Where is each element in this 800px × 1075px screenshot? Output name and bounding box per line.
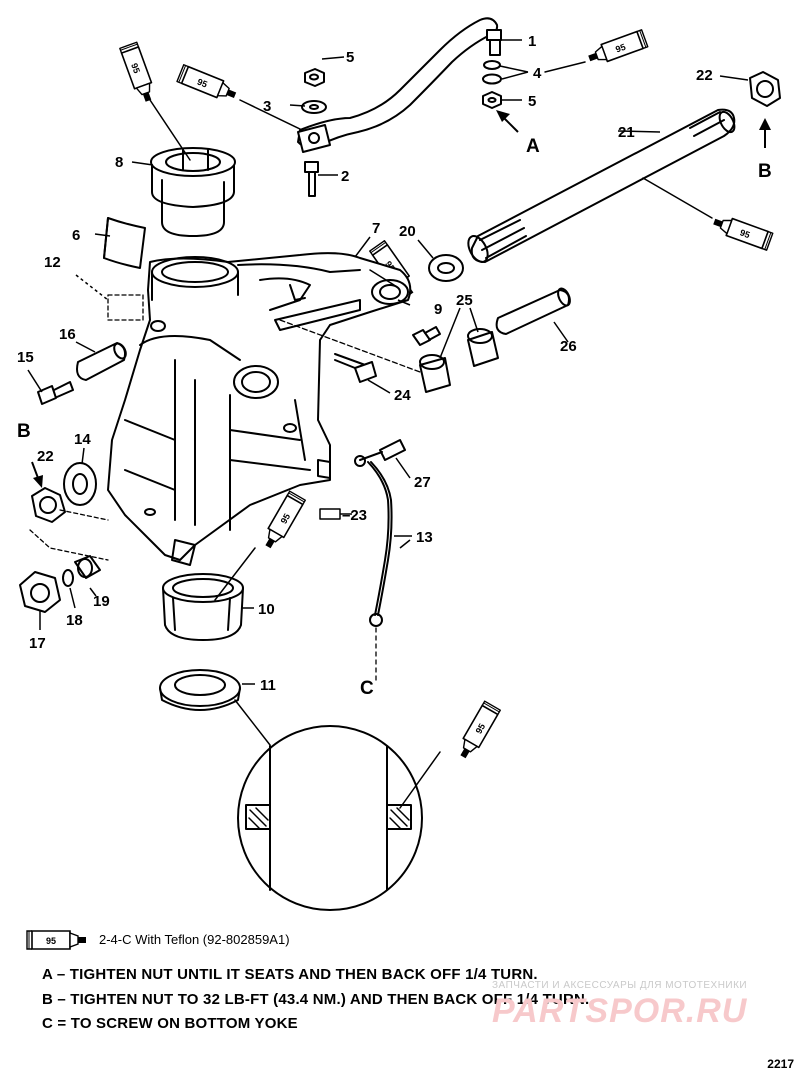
callout-10: 10 — [258, 601, 275, 618]
callout-19: 19 — [93, 593, 110, 610]
callout-7: 7 — [372, 220, 380, 237]
parts-drawing — [19, 17, 781, 911]
legend-tube: 95 — [26, 930, 87, 950]
callout-20: 20 — [399, 223, 416, 240]
note-b: B – TIGHTEN NUT TO 32 LB-FT (43.4 NM.) A… — [42, 991, 590, 1008]
callout-6: 6 — [72, 227, 80, 244]
letter-a: A — [526, 136, 540, 157]
letter-b-left: B — [17, 421, 31, 442]
callout-22-left: 22 — [37, 448, 54, 465]
grease-tubes: 95 95 95 95 95 95 95 — [119, 29, 774, 763]
callout-leaders — [27, 39, 749, 685]
callout-5-top: 5 — [346, 49, 354, 66]
direction-arrows — [31, 110, 771, 488]
callout-23: –23 — [342, 507, 367, 524]
callout-11: 11 — [260, 677, 276, 694]
svg-text:95: 95 — [196, 77, 209, 90]
callout-1: 1 — [528, 33, 536, 50]
watermark-caption: ЗАПЧАСТИ И АКСЕССУАРЫ ДЛЯ МОТОТЕХНИКИ — [492, 980, 748, 991]
callout-8: 8 — [115, 154, 123, 171]
svg-text:95: 95 — [129, 62, 142, 75]
note-a: A – TIGHTEN NUT UNTIL IT SEATS AND THEN … — [42, 966, 538, 983]
callout-24: 24 — [394, 387, 411, 404]
callout-4: 4 — [533, 65, 542, 82]
callout-5-right: 5 — [528, 93, 536, 110]
watermark-logo: PARTSPOR.RU — [492, 992, 748, 1030]
callout-15: 15 — [17, 349, 34, 366]
callout-26: 26 — [560, 338, 577, 355]
callout-17: 17 — [29, 635, 46, 652]
callout-16: 16 — [59, 326, 76, 343]
svg-text:95: 95 — [614, 42, 627, 55]
letter-c: C — [360, 678, 374, 699]
callout-18: 18 — [66, 612, 83, 629]
callout-22-right: 22 — [696, 67, 713, 84]
svg-text:95: 95 — [474, 722, 488, 736]
callout-25: 25 — [456, 292, 473, 309]
legend-label: 2-4-C With Teflon (92-802859A1) — [99, 932, 290, 947]
reference-letters: A B B C — [17, 136, 772, 699]
svg-text:95: 95 — [739, 227, 752, 240]
note-c: C = TO SCREW ON BOTTOM YOKE — [42, 1015, 298, 1032]
svg-text:95: 95 — [279, 512, 293, 526]
callout-14: 14 — [74, 431, 91, 448]
letter-b-right: B — [758, 161, 772, 182]
svg-text:95: 95 — [46, 936, 56, 946]
callout-27: 27 — [414, 474, 431, 491]
callout-3: 3 — [263, 98, 271, 115]
callout-13: 13 — [416, 529, 433, 546]
callout-21: 21 — [618, 124, 635, 141]
callout-numbers: 1 2 3 4 5 5 6 7 8 9 10 11 12 13 14 15 16… — [17, 33, 713, 694]
callout-9: 9 — [434, 301, 442, 318]
callout-2: 2 — [341, 168, 349, 185]
callout-12: 12 — [44, 254, 61, 271]
figure-number: 2217 — [767, 1057, 794, 1071]
